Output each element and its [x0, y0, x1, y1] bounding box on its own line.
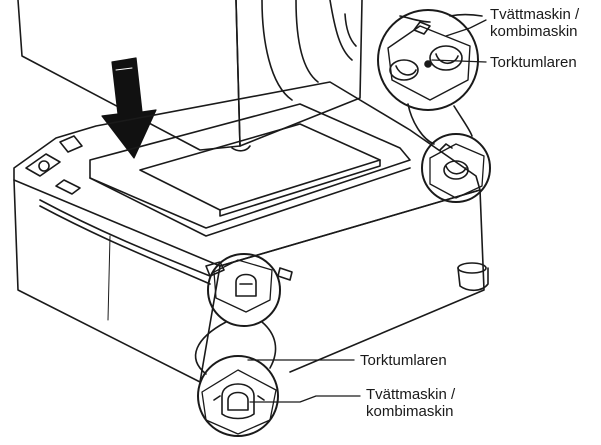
label-bottom-washer: Tvättmaskin / kombimaskin: [366, 386, 455, 420]
connector-curve: [194, 321, 227, 375]
connector-curve-2: [261, 321, 277, 369]
label-top-washer-line1: Tvättmaskin /: [490, 6, 580, 23]
corner-bracket-left: [25, 135, 83, 195]
detail-circle-top: [377, 9, 483, 111]
detail-circle-bottom: [197, 355, 279, 437]
pedestal-top: [13, 81, 481, 267]
label-bottom-dryer: Torktumlaren: [360, 352, 447, 369]
leader-lines: [247, 19, 487, 403]
label-top-dryer: Torktumlaren: [490, 54, 577, 71]
label-bottom-washer-line1: Tvättmaskin /: [366, 386, 456, 403]
connector-curve-top: [407, 103, 435, 145]
label-bottom-washer-line2: kombimaskin: [366, 403, 454, 420]
detail-circle-right: [421, 133, 491, 203]
label-top-washer: Tvättmaskin / kombimaskin: [490, 6, 579, 40]
detail-circle-middle: [205, 253, 293, 327]
connector-curve-top-2: [453, 105, 473, 137]
down-arrow-icon: [101, 57, 157, 159]
label-top-washer-line2: kombimaskin: [490, 23, 578, 40]
pedestal-body: [13, 179, 489, 383]
